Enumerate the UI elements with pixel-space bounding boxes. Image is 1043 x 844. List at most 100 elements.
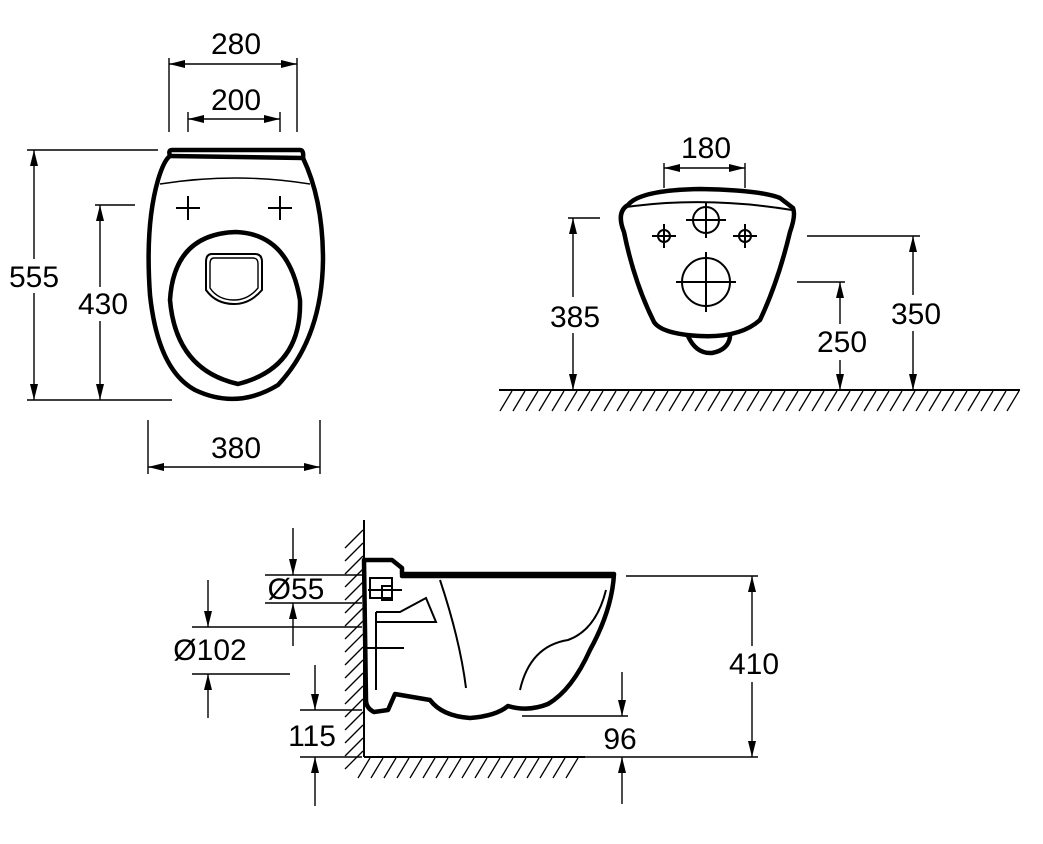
hatch-stroke [681, 390, 695, 412]
hatch-stroke [565, 757, 579, 779]
dimension-label-96: 96 [603, 723, 636, 756]
hatch-stroke [552, 757, 566, 779]
bowl-outline [146, 147, 326, 402]
dimension-label-380: 380 [211, 432, 261, 465]
floor-line [499, 389, 1020, 412]
hatch-stroke [344, 698, 364, 718]
hatch-stroke [409, 757, 423, 779]
dimension-label-280: 280 [211, 28, 261, 61]
inlet-opening-icon [686, 202, 726, 238]
hatch-stroke [733, 390, 747, 412]
dimension-label-115: 115 [288, 720, 336, 753]
dimension-label-555: 555 [9, 261, 59, 294]
dimension-label-350: 350 [891, 298, 941, 331]
dimension-dia102: Ø102 [173, 580, 362, 718]
dimension-250: 250 [797, 281, 874, 390]
hatch-stroke [344, 620, 364, 640]
hatch-stroke [344, 724, 364, 744]
hatch-stroke [941, 390, 955, 412]
hatch-stroke [344, 659, 364, 679]
dimension-label-dia102: Ø102 [173, 634, 246, 667]
rear-rim-line [625, 201, 793, 211]
hatch-stroke [629, 390, 643, 412]
hatch-stroke [1006, 390, 1020, 412]
hatch-stroke [642, 390, 656, 412]
outlet-opening-icon [676, 252, 736, 312]
fixing-hole-right-icon [268, 196, 292, 220]
side-floor-line [357, 756, 585, 779]
hatch-stroke [344, 737, 364, 757]
hatch-stroke [435, 757, 449, 779]
hatch-stroke [759, 390, 773, 412]
hatch-stroke [824, 390, 838, 412]
hatch-stroke [525, 390, 539, 412]
dimension-385: 385 [543, 217, 607, 390]
dimension-200: 200 [187, 84, 281, 132]
hatch-stroke [577, 390, 591, 412]
top-view: 280 200 555 430 [3, 28, 326, 474]
hatch-stroke [487, 757, 501, 779]
hatch-stroke [980, 390, 994, 412]
hatch-stroke [668, 390, 682, 412]
dimension-96: 96 [522, 672, 637, 804]
dimension-380: 380 [147, 420, 321, 474]
hatch-stroke [344, 555, 364, 575]
hatch-stroke [772, 390, 786, 412]
inlet-connector-icon [368, 577, 402, 601]
hatch-stroke [928, 390, 942, 412]
side-floor-hatch [357, 757, 579, 779]
side-view: Ø55 Ø102 115 [173, 520, 786, 806]
hatch-stroke [512, 390, 526, 412]
dimension-410: 410 [585, 575, 786, 758]
hatch-stroke [344, 542, 364, 562]
hatch-stroke [474, 757, 488, 779]
hatch-stroke [902, 390, 916, 412]
rear-trap-outlet [685, 333, 733, 356]
hatch-stroke [850, 390, 864, 412]
hatch-stroke [513, 757, 527, 779]
hatch-stroke [344, 750, 364, 770]
hatch-stroke [461, 757, 475, 779]
dimension-label-430: 430 [78, 288, 128, 321]
rim-inner-line [159, 177, 311, 185]
hatch-stroke [746, 390, 760, 412]
hatch-stroke [526, 757, 540, 779]
wall [344, 520, 365, 770]
bowl-rear-edge [167, 153, 306, 161]
fixing-hole-right-icon [733, 224, 757, 248]
fixing-hole-left-icon [176, 196, 200, 220]
hatch-stroke [694, 390, 708, 412]
hatch-stroke [863, 390, 877, 412]
hatch-stroke [590, 390, 604, 412]
hatch-stroke [811, 390, 825, 412]
side-inner-bowl [439, 579, 607, 691]
dimension-label-180: 180 [681, 132, 731, 165]
dimension-dia55: Ø55 [265, 528, 362, 646]
dimension-label-385: 385 [550, 301, 600, 334]
dimension-115: 115 [288, 665, 362, 806]
rear-bowl-outline [618, 186, 797, 339]
hatch-stroke [993, 390, 1007, 412]
hatch-stroke [448, 757, 462, 779]
dimension-555: 555 [3, 149, 172, 401]
hatch-stroke [344, 529, 364, 549]
hatch-stroke [967, 390, 981, 412]
rear-view: 180 385 350 250 [499, 132, 1020, 412]
dimension-180: 180 [663, 132, 746, 188]
hatch-stroke [500, 757, 514, 779]
hatch-stroke [655, 390, 669, 412]
seat-opening [167, 229, 303, 387]
dimension-label-dia55: Ø55 [268, 573, 325, 606]
side-rear-body [375, 596, 438, 690]
bowl-well-inner [209, 257, 259, 301]
hatch-stroke [954, 390, 968, 412]
hatch-stroke [564, 390, 578, 412]
hatch-stroke [357, 757, 371, 779]
dimension-280: 280 [168, 28, 298, 132]
dimension-430: 430 [72, 204, 135, 400]
dimension-350: 350 [807, 235, 946, 390]
hatch-stroke [344, 594, 364, 614]
hatch-stroke [344, 633, 364, 653]
hatch-stroke [344, 581, 364, 601]
hatch-stroke [785, 390, 799, 412]
